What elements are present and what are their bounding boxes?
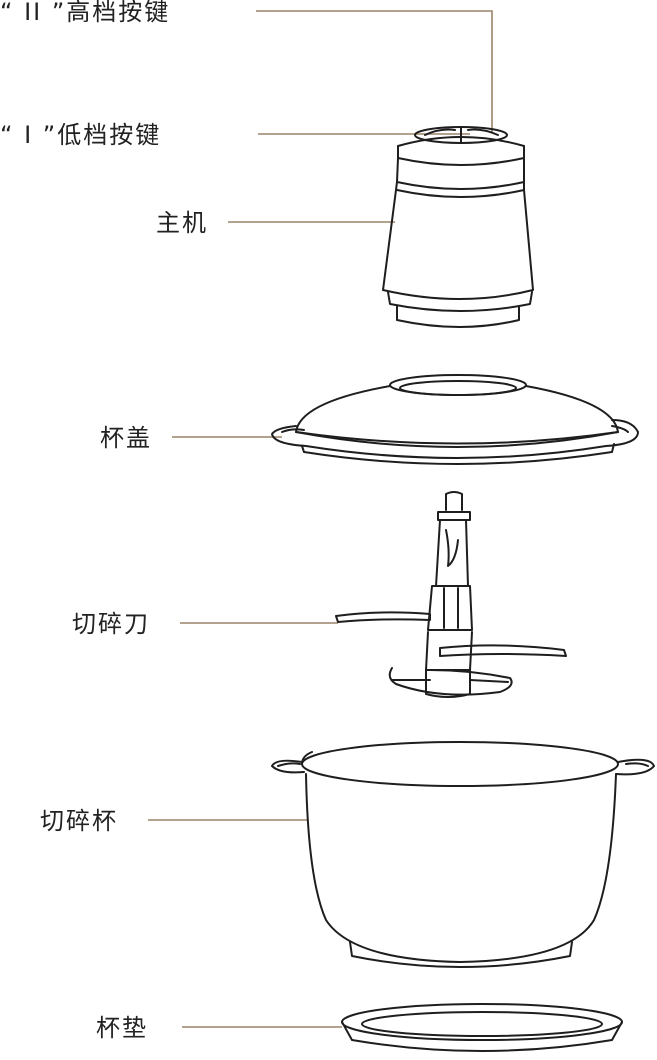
blade-shaft — [435, 519, 469, 587]
bowl-drawing — [271, 741, 655, 968]
blade-hub — [427, 585, 473, 631]
base-mat-drawing — [341, 1003, 623, 1052]
lower-blade — [439, 644, 567, 657]
motor-body — [382, 181, 534, 300]
blade-drawing — [335, 491, 567, 698]
label-high-button: “ II ”高档按键 — [0, 0, 171, 26]
bowl-rim — [301, 741, 619, 787]
motor-top-rim — [397, 136, 525, 147]
leader-high-button — [256, 10, 493, 132]
label-lid: 杯盖 — [100, 424, 152, 452]
lid-dome — [295, 385, 619, 445]
label-base-mat: 杯垫 — [96, 1014, 148, 1042]
label-motor-unit: 主机 — [156, 209, 208, 237]
base-mat-side — [341, 1021, 623, 1052]
upper-blade — [335, 611, 431, 623]
base-mat-top — [341, 1003, 623, 1041]
bowl-handle-left — [271, 759, 305, 774]
bowl-body — [305, 773, 617, 963]
blade-base-plate — [388, 667, 513, 696]
label-low-button: “ I ”低档按键 — [0, 121, 162, 149]
bowl-handle-right — [615, 758, 655, 776]
leader-lines — [148, 10, 493, 1028]
label-blade: 切碎刀 — [72, 610, 150, 638]
label-bowl: 切碎杯 — [40, 807, 118, 835]
motor-unit-drawing — [382, 126, 534, 328]
lid-drawing — [271, 374, 639, 465]
